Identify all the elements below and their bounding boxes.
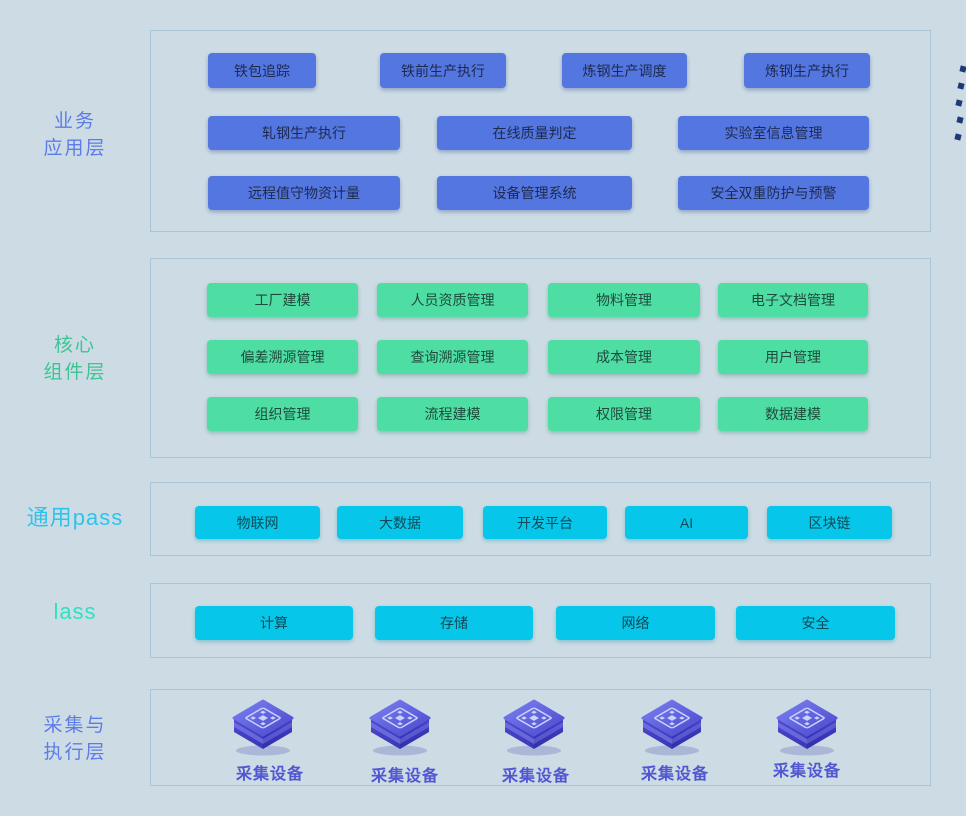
chip-yong-hu-guan-li[interactable]: 用户管理	[718, 340, 868, 374]
chip-pian-cha-su-yuan[interactable]: 偏差溯源管理	[207, 340, 358, 374]
cube-icon	[232, 699, 294, 756]
chip-liu-cheng-jian-mo[interactable]: 流程建模	[377, 397, 528, 431]
device-label: 采集设备	[501, 768, 570, 785]
dash-icon	[957, 82, 965, 90]
chip-she-bei-guan-li[interactable]: 设备管理系统	[437, 176, 632, 210]
chip-wu-lian-wang[interactable]: 物联网	[195, 506, 320, 539]
chip-quan-xian-guan-li[interactable]: 权限管理	[548, 397, 700, 431]
layer-label-devices: 采集与 执行层	[0, 712, 150, 766]
layer-label-business: 业务 应用层	[0, 108, 150, 162]
chip-ji-suan[interactable]: 计算	[195, 606, 353, 640]
chip-an-quan-fang-hu[interactable]: 安全双重防护与预警	[678, 176, 869, 210]
panel-devices	[150, 689, 931, 786]
cube-icon	[641, 699, 703, 756]
dash-icon	[954, 133, 962, 141]
device-label: 采集设备	[370, 768, 439, 785]
chip-qu-kuai-lian[interactable]: 区块链	[767, 506, 892, 539]
chip-kai-fa-ping-tai[interactable]: 开发平台	[483, 506, 607, 539]
layer-label-paas: 通用pass	[0, 504, 150, 531]
chip-zu-zhi-guan-li[interactable]: 组织管理	[207, 397, 358, 431]
device-cube	[639, 698, 705, 756]
cube-icon	[369, 699, 431, 756]
chip-tie-qian-sheng-chan[interactable]: 铁前生产执行	[380, 53, 506, 88]
cube-icon	[503, 699, 565, 756]
chip-cha-xun-su-yuan[interactable]: 查询溯源管理	[377, 340, 528, 374]
layer-label-line: 执行层	[43, 742, 107, 763]
dash-icon	[955, 99, 963, 107]
layer-label-iaas: lass	[0, 598, 150, 625]
layer-label-line: 采集与	[43, 715, 107, 736]
chip-cun-chu[interactable]: 存储	[375, 606, 533, 640]
chip-da-shu-ju[interactable]: 大数据	[337, 506, 463, 539]
chip-shu-ju-jian-mo[interactable]: 数据建模	[718, 397, 868, 431]
chip-ren-yuan-zi-zhi[interactable]: 人员资质管理	[377, 283, 528, 317]
chip-wu-liao-guan-li[interactable]: 物料管理	[548, 283, 700, 317]
dash-icon	[956, 116, 964, 124]
device-label: 采集设备	[640, 766, 709, 783]
chip-zha-gang-zhi-xing[interactable]: 轧钢生产执行	[208, 116, 400, 150]
panel-iaas	[150, 583, 931, 658]
layer-label-line: lass	[53, 599, 97, 624]
device-cube	[501, 698, 567, 756]
chip-cheng-ben-guan-li[interactable]: 成本管理	[548, 340, 700, 374]
layer-label-line: 通用pass	[26, 505, 124, 530]
layer-label-line: 核心	[53, 335, 96, 356]
chip-lian-gang-diao-du[interactable]: 炼钢生产调度	[562, 53, 687, 88]
panel-core	[150, 258, 931, 458]
chip-zai-xian-zhi-liang[interactable]: 在线质量判定	[437, 116, 632, 150]
device-cube	[774, 698, 840, 756]
chip-wang-luo[interactable]: 网络	[556, 606, 715, 640]
layer-label-line: 应用层	[43, 138, 107, 159]
chip-dian-zi-wen-dang[interactable]: 电子文档管理	[718, 283, 868, 317]
chip-ai[interactable]: AI	[625, 506, 748, 539]
cube-icon	[776, 699, 838, 756]
device-label: 采集设备	[235, 766, 304, 783]
dash-icon	[959, 65, 966, 73]
layer-label-line: 组件层	[43, 362, 107, 383]
device-cube	[230, 698, 296, 756]
chip-yuan-cheng-ji-liang[interactable]: 远程值守物资计量	[208, 176, 400, 210]
layer-label-line: 业务	[53, 111, 96, 132]
layer-label-core: 核心 组件层	[0, 332, 150, 386]
device-cube	[367, 698, 433, 756]
panel-business	[150, 30, 931, 232]
chip-shi-yan-shi-xin-xi[interactable]: 实验室信息管理	[678, 116, 869, 150]
chip-gong-chang-jian-mo[interactable]: 工厂建模	[207, 283, 358, 317]
panel-paas	[150, 482, 931, 556]
chip-tie-bao-zhui-zong[interactable]: 铁包追踪	[208, 53, 316, 88]
chip-lian-gang-zhi-xing[interactable]: 炼钢生产执行	[744, 53, 870, 88]
chip-an-quan[interactable]: 安全	[736, 606, 895, 640]
device-label: 采集设备	[772, 763, 841, 780]
